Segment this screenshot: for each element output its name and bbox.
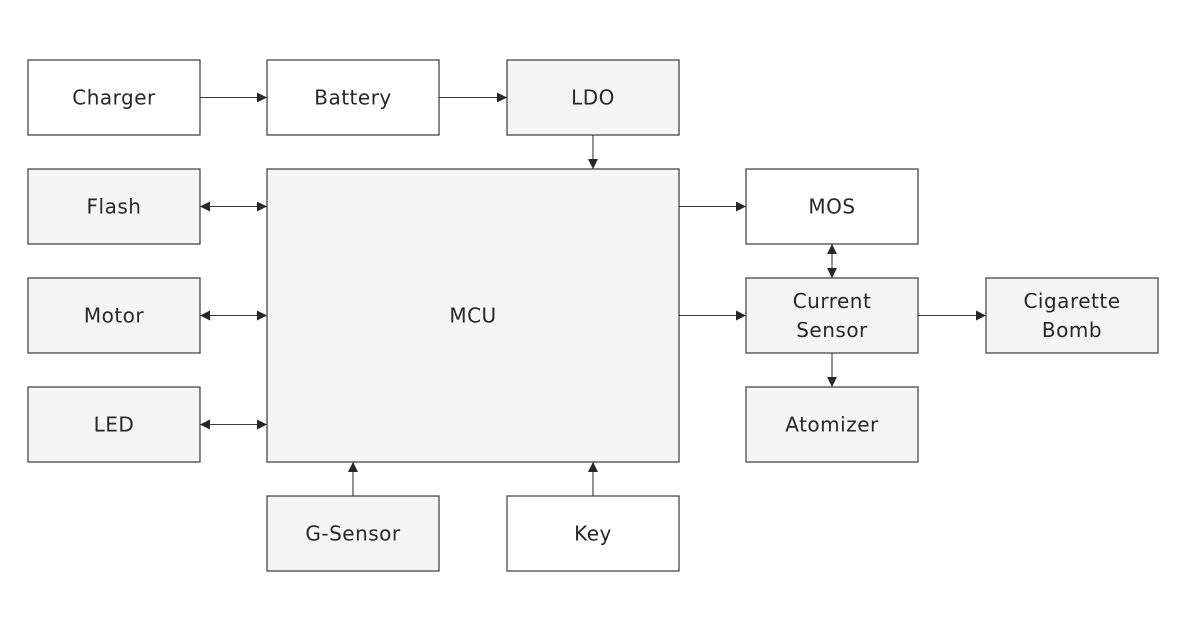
block-flash: Flash <box>27 168 201 245</box>
block-charger-label: Charger <box>72 86 156 110</box>
block-motor-label: Motor <box>84 304 145 328</box>
block-motor-box <box>27 277 201 354</box>
block-mcu: MCU <box>266 168 680 463</box>
block-g-sensor-box <box>266 495 440 572</box>
block-charger-box <box>27 59 201 136</box>
block-cigarette-bomb-label: Bomb <box>1042 318 1102 342</box>
block-battery: Battery <box>266 59 440 136</box>
block-ldo-box <box>506 59 680 136</box>
block-g-sensor: G-Sensor <box>266 495 440 572</box>
block-mos: MOS <box>745 168 919 245</box>
block-motor: Motor <box>27 277 201 354</box>
block-battery-box <box>266 59 440 136</box>
block-led-box <box>27 386 201 463</box>
block-current-sensor-box <box>745 277 919 354</box>
block-current-sensor-label: Current <box>793 289 872 313</box>
block-charger: Charger <box>27 59 201 136</box>
block-flash-label: Flash <box>87 195 142 219</box>
block-key-box <box>506 495 680 572</box>
block-mcu-label: MCU <box>449 304 496 328</box>
block-g-sensor-label: G-Sensor <box>305 522 401 546</box>
block-mos-box <box>745 168 919 245</box>
block-ldo-label: LDO <box>571 86 615 110</box>
block-current-sensor-label: Sensor <box>796 318 868 342</box>
block-ldo: LDO <box>506 59 680 136</box>
block-led-label: LED <box>94 413 135 437</box>
block-battery-label: Battery <box>314 86 392 110</box>
block-key: Key <box>506 495 680 572</box>
block-cigarette-bomb-label: Cigarette <box>1023 289 1120 313</box>
connections <box>200 92 986 496</box>
block-atomizer-box <box>745 386 919 463</box>
block-key-label: Key <box>574 522 612 546</box>
block-cigarette-bomb-box <box>985 277 1159 354</box>
block-atomizer-label: Atomizer <box>785 413 879 437</box>
block-flash-box <box>27 168 201 245</box>
block-mcu-box <box>266 168 680 463</box>
block-atomizer: Atomizer <box>745 386 919 463</box>
block-mos-label: MOS <box>808 195 855 219</box>
block-led: LED <box>27 386 201 463</box>
